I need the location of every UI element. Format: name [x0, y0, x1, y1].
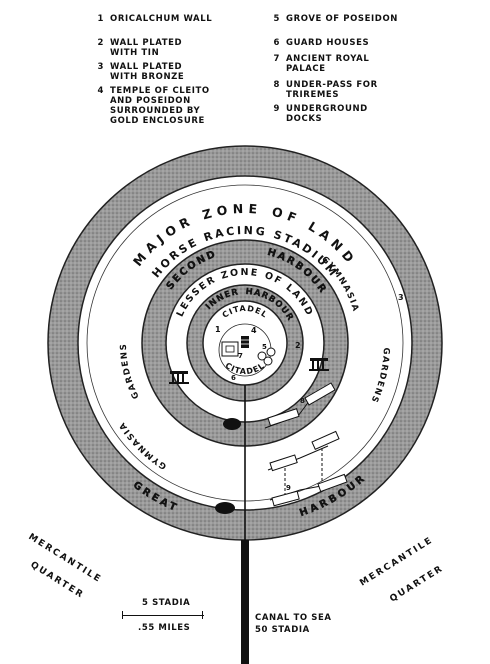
label-canal-2: 50 STADIA	[255, 625, 310, 635]
scale-tick-left	[122, 611, 123, 619]
scale-tick-right	[202, 611, 203, 619]
gymnasium-icon-left	[169, 371, 189, 384]
palace-icon	[221, 341, 239, 357]
marker-8: 8	[300, 397, 305, 405]
grove-icon	[257, 347, 276, 366]
marker-6: 6	[231, 374, 236, 382]
marker-7: 7	[238, 352, 243, 360]
guard-house-icon	[223, 418, 241, 430]
label-quarter-right: QUARTER	[388, 564, 445, 605]
label-mercantile-left: MERCANTILE	[26, 532, 103, 585]
marker-4: 4	[251, 326, 257, 335]
marker-9: 9	[286, 484, 291, 492]
underground-docks	[264, 382, 348, 507]
scale-label-miles: .55 MILES	[138, 623, 191, 633]
marker-1: 1	[215, 325, 221, 334]
label-canal-1: CANAL TO SEA	[255, 613, 332, 623]
marker-5: 5	[262, 343, 267, 351]
scale-label-stadia: 5 STADIA	[142, 598, 191, 608]
scale-bar	[122, 610, 204, 620]
guard-house-icon	[215, 502, 235, 514]
canal-to-sea	[241, 540, 249, 664]
marker-2: 2	[295, 341, 301, 350]
marker-3: 3	[398, 293, 404, 302]
gymnasium-icon-right	[309, 358, 329, 371]
scale-line	[122, 615, 204, 616]
temple-icon	[241, 336, 249, 348]
